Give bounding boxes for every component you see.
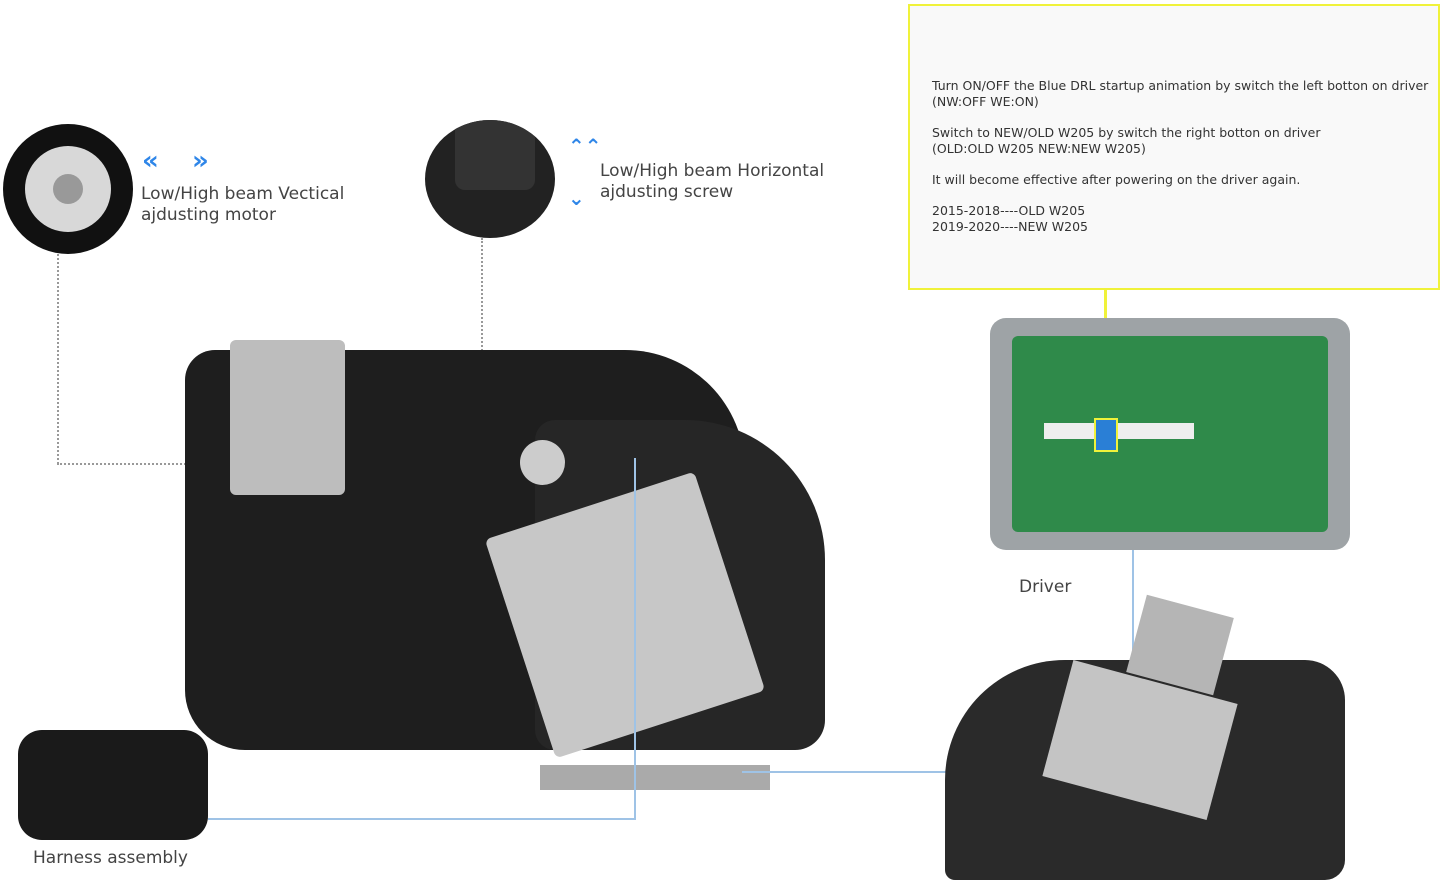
- info-new-old-switch: Switch to NEW/OLD W205 by switch the rig…: [932, 125, 1321, 156]
- chevron-down-double-icon: ⌄: [568, 186, 585, 210]
- harness-label: Harness assembly: [33, 848, 188, 868]
- harness-photo: [18, 730, 208, 840]
- info-year-mapping: 2015-2018----OLD W205 2019-2020----NEW W…: [932, 203, 1088, 234]
- driver-label: Driver: [1019, 577, 1072, 597]
- chevron-left-double-icon: «: [142, 146, 159, 176]
- info-drl-animation: Turn ON/OFF the Blue DRL startup animati…: [932, 78, 1429, 109]
- chevron-up-double-icon: ⌃⌃: [568, 134, 602, 158]
- info-effective-note: It will become effective after powering …: [932, 172, 1301, 187]
- info-box: Turn ON/OFF the Blue DRL startup animati…: [908, 4, 1440, 290]
- chevron-right-double-icon: »: [192, 146, 209, 176]
- horizontal-screw-label: Low/High beam Horizontal ajdusting screw: [600, 161, 825, 202]
- vertical-motor-label: Low/High beam Vectical ajdusting motor: [141, 184, 345, 225]
- headlight-assembly-photo: [175, 330, 865, 800]
- driver-board-photo: [990, 318, 1350, 550]
- vertical-motor-photo: [3, 124, 133, 254]
- horizontal-screw-photo: [425, 120, 555, 238]
- headlight-rear-photo: [945, 594, 1345, 880]
